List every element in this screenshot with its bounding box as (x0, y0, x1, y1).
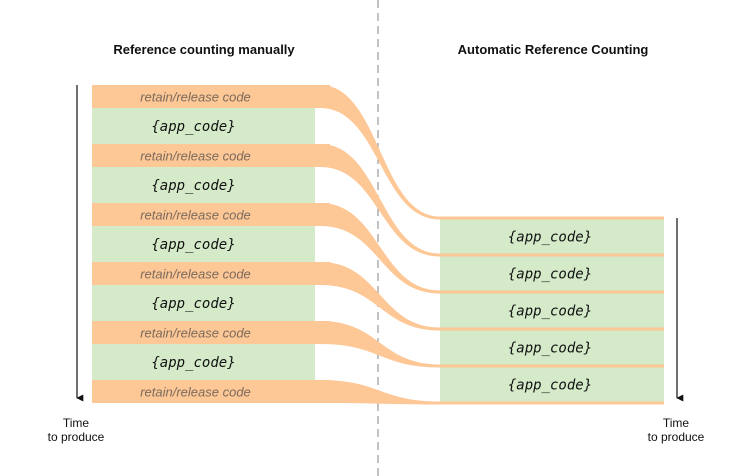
flow-curve (320, 85, 440, 220)
app-code-label: {app_code} (151, 296, 235, 312)
arc-divider (440, 401, 664, 405)
arc-divider (440, 327, 664, 331)
flow-curve (320, 144, 440, 257)
arc-app-code-label: {app_code} (508, 267, 592, 283)
manual-stack: retain/release code {app_code} retain/rele… (92, 85, 330, 403)
arc-divider (440, 364, 664, 368)
flow-curve (320, 380, 440, 405)
retain-release-label: retain/release code (140, 90, 251, 105)
app-code-block (92, 108, 315, 144)
time-label-left-1: Time (63, 416, 90, 430)
flow-curves (320, 85, 664, 405)
flow-curve (320, 321, 440, 368)
retain-release-label: retain/release code (140, 149, 251, 164)
app-code-block (92, 285, 315, 321)
arc-app-code-label: {app_code} (508, 378, 592, 394)
heading-manual: Reference counting manually (113, 42, 295, 57)
retain-release-block (92, 262, 330, 285)
retain-release-label: retain/release code (140, 208, 251, 223)
retain-release-block (92, 380, 330, 403)
arc-app-code-label: {app_code} (508, 341, 592, 357)
app-code-block (92, 226, 315, 262)
flow-curve (320, 262, 440, 331)
arc-app-code-label: {app_code} (508, 304, 592, 320)
retain-release-block (92, 85, 330, 108)
app-code-block (92, 344, 315, 380)
flow-curve (320, 203, 440, 294)
app-code-label: {app_code} (151, 237, 235, 253)
arc-stack: {app_code} {app_code} {app_code} {app_code}… (440, 219, 664, 402)
app-code-label: {app_code} (151, 355, 235, 371)
arc-divider (440, 253, 664, 257)
time-label-right-1: Time (663, 416, 690, 430)
time-label-left-2: to produce (48, 430, 105, 444)
arc-app-code-block (440, 330, 664, 365)
arc-app-code-block (440, 367, 664, 402)
arc-divider (440, 290, 664, 294)
arc-divider (440, 216, 664, 220)
app-code-label: {app_code} (151, 119, 235, 135)
retain-release-label: retain/release code (140, 385, 251, 400)
heading-arc: Automatic Reference Counting (458, 42, 649, 57)
arc-app-code-block (440, 293, 664, 328)
retain-release-block (92, 203, 330, 226)
retain-release-label: retain/release code (140, 267, 251, 282)
retain-release-label: retain/release code (140, 326, 251, 341)
time-label-right-2: to produce (648, 430, 705, 444)
retain-release-block (92, 321, 330, 344)
app-code-label: {app_code} (151, 178, 235, 194)
arc-app-code-label: {app_code} (508, 230, 592, 246)
arc-app-code-block (440, 219, 664, 254)
arc-app-code-block (440, 256, 664, 291)
retain-release-block (92, 144, 330, 167)
app-code-block (92, 167, 315, 203)
